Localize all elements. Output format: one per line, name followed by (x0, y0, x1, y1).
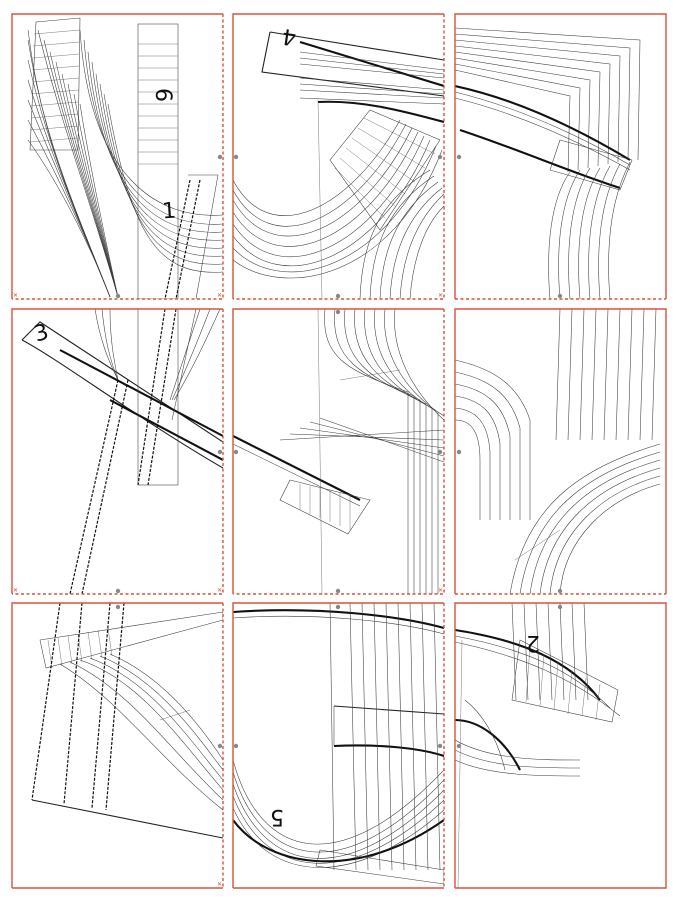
grainline (317, 309, 323, 594)
strap-dashed-bottom (31, 603, 223, 839)
dart-fan (279, 417, 444, 463)
alignment-marker (456, 154, 462, 160)
strap-dashed (164, 174, 219, 299)
alignment-marker (335, 293, 341, 299)
tile-r3-c1 (31, 603, 223, 839)
tile-r1-c3 (455, 27, 641, 299)
alignment-marker (335, 309, 341, 315)
piece-6-rect (137, 23, 179, 299)
tile-r1-c1 (27, 17, 223, 299)
bold-diagonals (455, 84, 631, 190)
alignment-marker (557, 293, 563, 299)
upper-fan (94, 309, 221, 401)
piece-label-3: 3 (31, 320, 51, 348)
piece-label-1: 1 (161, 199, 177, 225)
curve-group (27, 29, 119, 298)
notch-line (339, 369, 401, 381)
tile-r3-c2 (233, 603, 444, 885)
alignment-marker (115, 604, 121, 610)
right-vertical-lines (329, 603, 441, 871)
piece-label-4: 4 (281, 23, 298, 50)
piece-label-6: 6 (150, 88, 175, 102)
waistband-piece (21, 321, 223, 469)
alignment-marker (456, 449, 462, 455)
alignment-marker (557, 588, 563, 594)
alignment-marker (557, 604, 563, 610)
corner-mark: ✕ (217, 292, 222, 299)
alignment-marker (437, 743, 443, 749)
alignment-marker (233, 154, 239, 160)
armhole-curves (79, 29, 223, 273)
strap-dashed (69, 309, 197, 594)
yoke-lines (455, 27, 641, 173)
grainline (457, 639, 463, 888)
top-bold-arc (233, 609, 444, 635)
alignment-marker (335, 588, 341, 594)
right-vertical-lines (555, 309, 657, 441)
corner-mark: ✕ (13, 587, 18, 594)
piece-label-2: 2 (526, 630, 540, 655)
alignment-marker (217, 743, 223, 749)
ruler-box (511, 639, 619, 723)
grading-ruler-top (29, 17, 81, 151)
vertical-lines (511, 603, 589, 701)
alignment-marker (217, 154, 223, 160)
alignment-marker (233, 743, 239, 749)
right-ruler (549, 139, 633, 191)
alignment-marker (456, 743, 462, 749)
alignment-marker (335, 604, 341, 610)
right-curves (324, 309, 444, 594)
vertical-curves (548, 161, 631, 299)
bold-arcs (455, 628, 621, 717)
side-seam-curves (455, 359, 531, 520)
corner-mark: ✕ (438, 292, 443, 299)
tile-borders (11, 13, 667, 889)
corner-mark: ✕ (13, 292, 18, 299)
alignment-marker (115, 588, 121, 594)
waistband-cont (233, 435, 371, 535)
alignment-marker (115, 293, 121, 299)
fan-ruler (329, 109, 441, 231)
center-curves (233, 100, 444, 279)
tile-r3-c3 (455, 603, 621, 888)
tile-r2-c2 (233, 309, 444, 594)
hem-ruler (39, 611, 223, 669)
corner-mark: ✕ (217, 587, 222, 594)
crotch-curves (509, 443, 661, 594)
notch-line (514, 529, 561, 561)
alignment-marker (437, 154, 443, 160)
piece-label-5: 5 (270, 804, 284, 829)
hem-ruler (315, 849, 444, 885)
tile-r2-c1 (21, 309, 223, 594)
collar-piece (261, 31, 444, 105)
corner-mark: ✕ (438, 587, 443, 594)
notch-line (159, 709, 191, 721)
leg-curves (59, 653, 223, 811)
lower-curves (233, 759, 444, 868)
grainline (317, 99, 323, 299)
corner-mark: ✕ (217, 881, 222, 888)
tile-r1-c2 (233, 31, 444, 299)
tile-r2-c3 (455, 309, 661, 594)
crotch-bold (455, 699, 581, 777)
piece-6-rect-cont (137, 309, 179, 486)
alignment-marker (437, 449, 443, 455)
alignment-marker (233, 449, 239, 455)
alignment-marker (217, 449, 223, 455)
lower-fan (359, 169, 444, 299)
corner-marks: ✕ ✕ ✕ ✕ ✕ ✕ ✕ (13, 292, 443, 888)
